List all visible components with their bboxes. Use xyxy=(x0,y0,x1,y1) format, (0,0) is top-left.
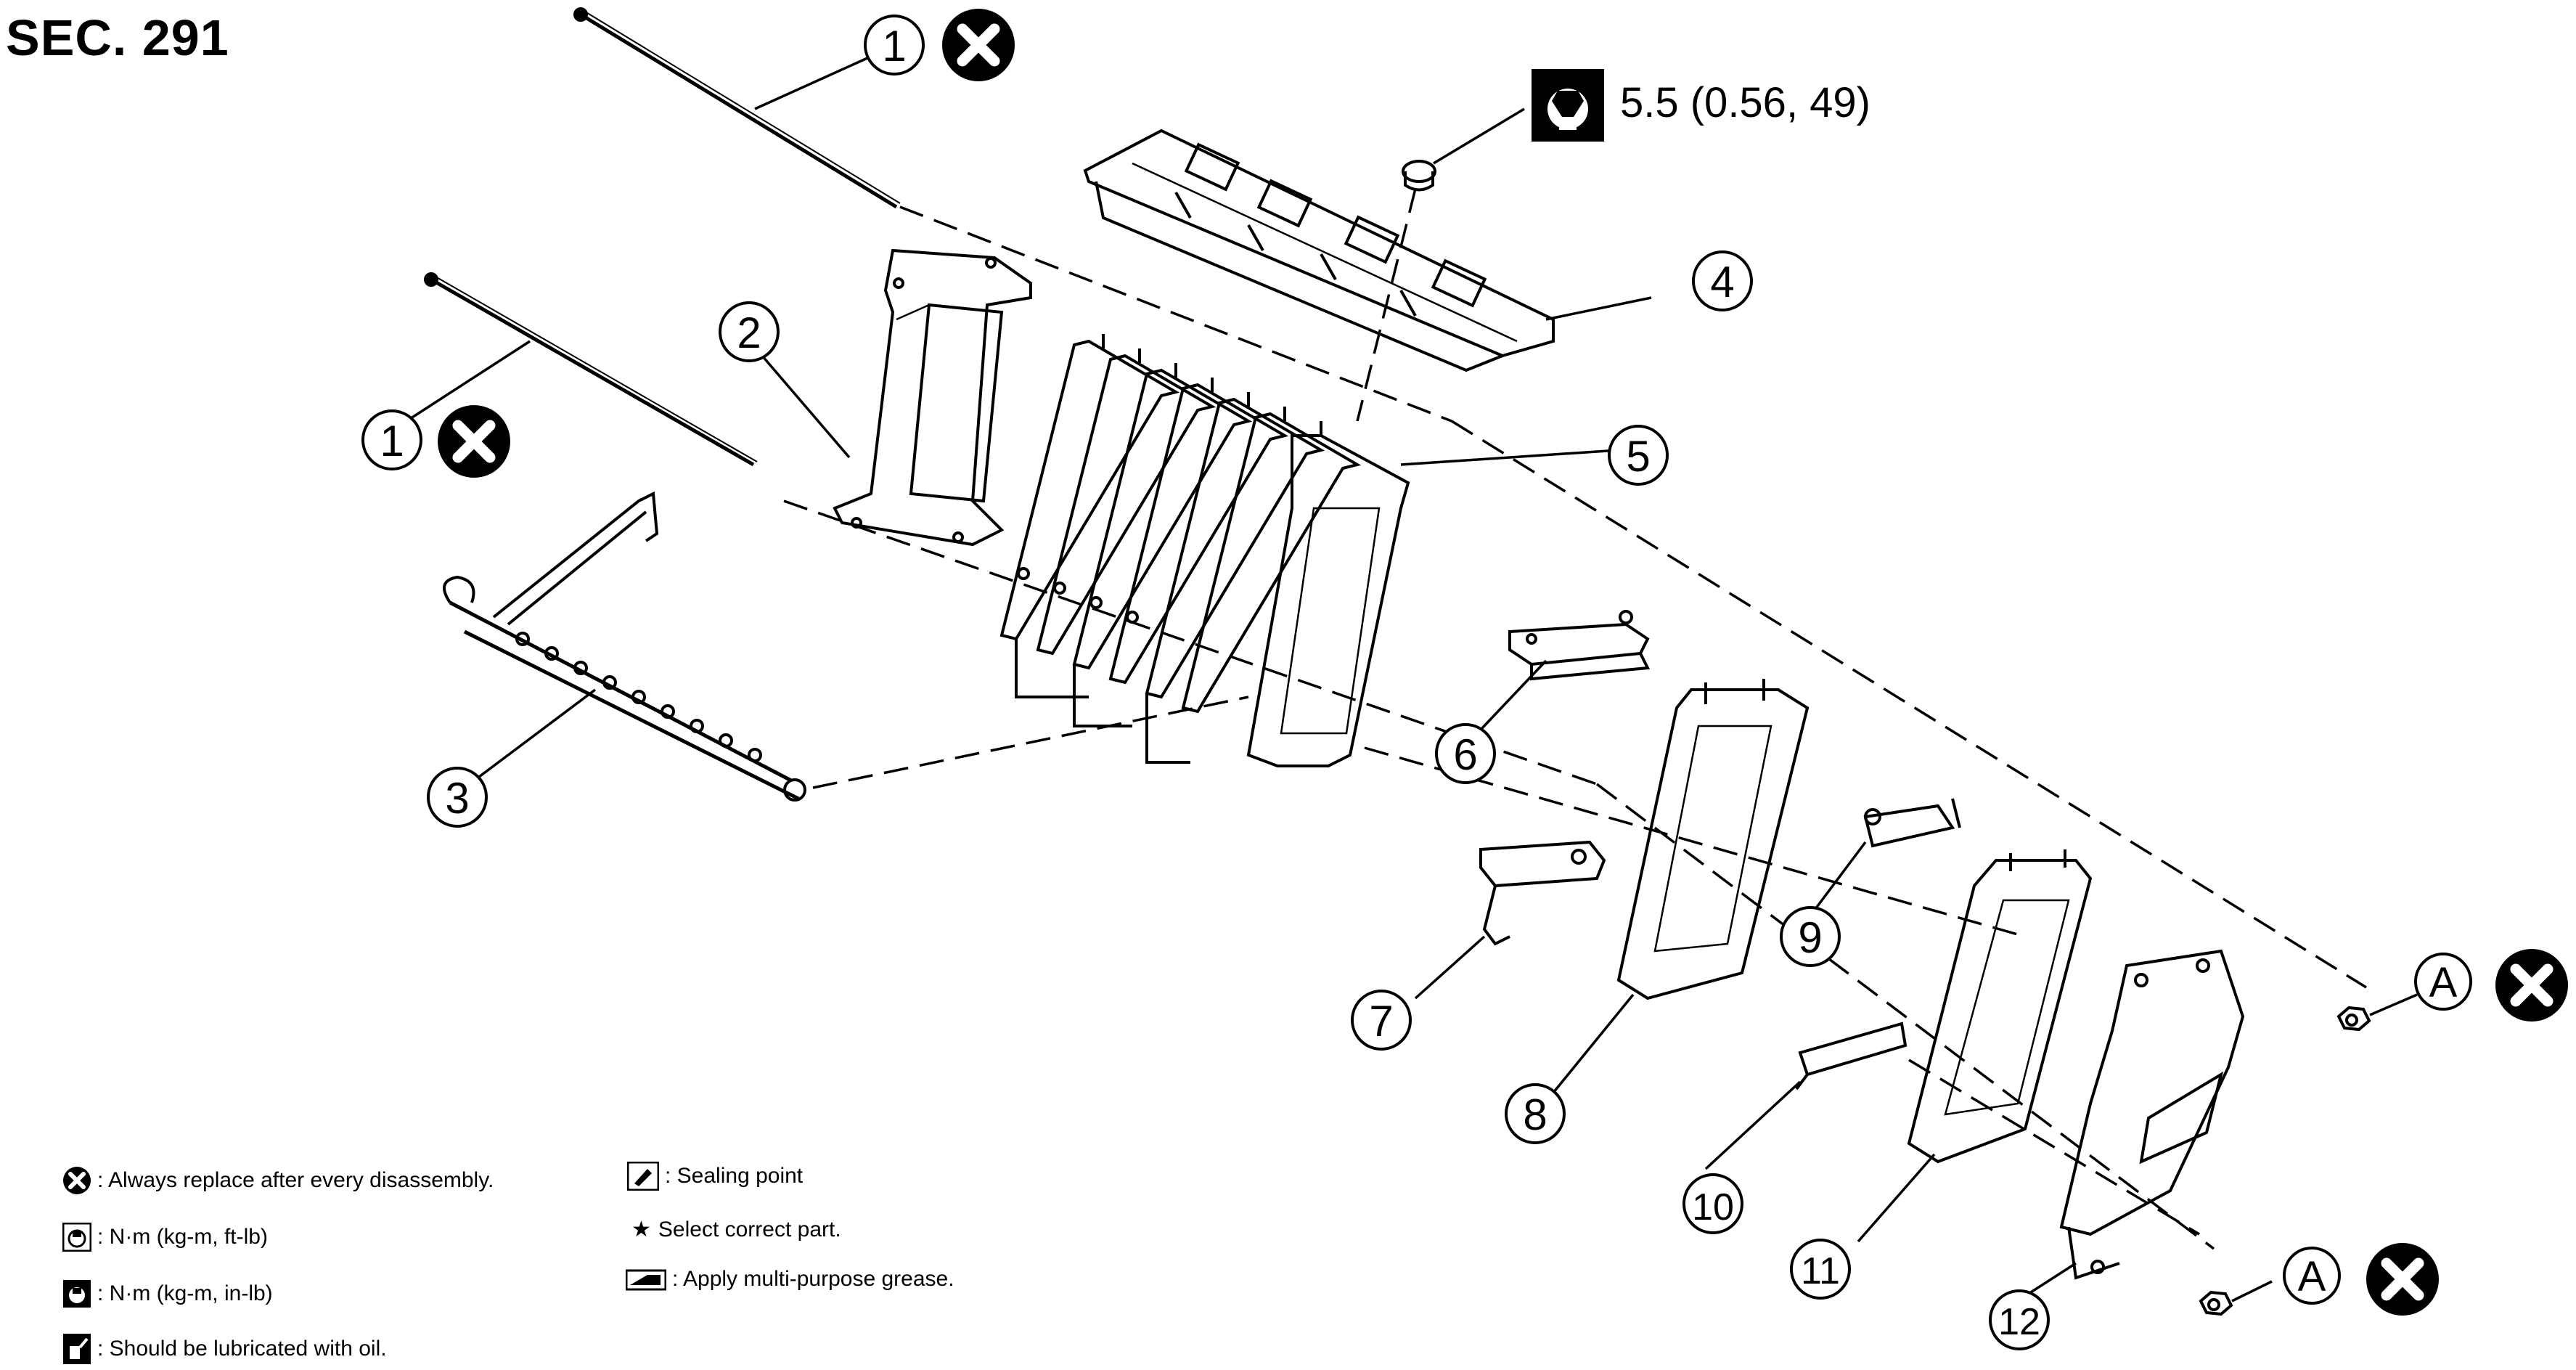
callout-6: 6 xyxy=(1435,723,1496,784)
legend-torque-ft-text: : N·m (kg-m, ft-lb) xyxy=(97,1225,268,1249)
grease-icon xyxy=(626,1269,666,1291)
legend-select-text: Select correct part. xyxy=(658,1217,841,1241)
callout-2: 2 xyxy=(719,301,780,362)
legend-grease: : Apply multi-purpose grease. xyxy=(626,1266,954,1292)
legend-oil: : Should be lubricated with oil. xyxy=(62,1333,387,1365)
front-end-plate xyxy=(2059,949,2245,1280)
legend-oil-text: : Should be lubricated with oil. xyxy=(97,1337,387,1361)
replace-icon xyxy=(2366,1243,2439,1316)
legend-select: ★ Select correct part. xyxy=(631,1217,841,1242)
legend-replace-text: : Always replace after every disassembly… xyxy=(97,1168,494,1192)
torque-in-lb-icon xyxy=(1532,69,1604,142)
svg-text:3: 3 xyxy=(445,774,469,823)
legend-replace: : Always replace after every disassembly… xyxy=(62,1166,494,1195)
upper-small-bracket xyxy=(1508,610,1651,681)
legend-torque-in: : N·m (kg-m, in-lb) xyxy=(62,1279,273,1308)
replace-symbols xyxy=(438,9,2568,1316)
svg-text:4: 4 xyxy=(1710,258,1734,306)
callout-10: 10 xyxy=(1682,1173,1743,1234)
callout-4: 4 xyxy=(1692,250,1753,311)
front-cover-plate xyxy=(1907,849,2093,1164)
tie-rod-upper xyxy=(573,7,901,209)
rear-end-plate xyxy=(833,248,1032,547)
nut-lower-a xyxy=(2199,1290,2233,1316)
svg-text:1: 1 xyxy=(882,22,906,70)
star-icon: ★ xyxy=(631,1218,651,1241)
leader-lines xyxy=(406,57,2418,1302)
svg-text:A: A xyxy=(2298,1253,2326,1300)
callout-12: 12 xyxy=(1989,1289,2050,1350)
replace-icon xyxy=(942,9,1015,81)
top-bus-bar-cover xyxy=(1083,129,1555,372)
middle-cover-plate xyxy=(1616,679,1810,1000)
legend-sealing-text: : Sealing point xyxy=(665,1164,804,1188)
legend-grease-text: : Apply multi-purpose grease. xyxy=(672,1267,954,1291)
nut-upper-a xyxy=(2336,1006,2371,1032)
callout-11: 11 xyxy=(1790,1239,1851,1300)
callout-1-upper: 1 xyxy=(864,15,925,76)
oil-can-icon xyxy=(63,1334,91,1364)
callout-7: 7 xyxy=(1351,990,1412,1051)
svg-text:2: 2 xyxy=(737,309,761,357)
callout-3: 3 xyxy=(427,767,488,828)
callout-9: 9 xyxy=(1780,906,1841,967)
ref-a-lower: A xyxy=(2283,1247,2341,1305)
torque-spec: 5.5 (0.56, 49) xyxy=(1620,79,1870,126)
svg-text:12: 12 xyxy=(1998,1301,2040,1343)
callouts: 1 1 2 3 4 5 6 7 8 9 10 11 12 A A xyxy=(361,15,2472,1350)
svg-text:7: 7 xyxy=(1369,997,1393,1045)
torque-in-lb-icon xyxy=(63,1280,91,1308)
callout-1-lower: 1 xyxy=(361,409,422,470)
svg-text:1: 1 xyxy=(380,417,404,465)
replace-icon xyxy=(2495,949,2568,1022)
legend-torque-in-text: : N·m (kg-m, in-lb) xyxy=(97,1281,273,1305)
vent-duct-harness xyxy=(443,491,806,802)
sealing-point-icon xyxy=(627,1162,659,1191)
cover-nut xyxy=(1402,160,1436,192)
lower-left-bracket xyxy=(1479,840,1606,946)
svg-text:A: A xyxy=(2429,959,2458,1006)
ref-a-upper: A xyxy=(2414,953,2472,1011)
svg-text:5: 5 xyxy=(1626,432,1650,481)
lower-clip xyxy=(1795,1022,1908,1090)
upper-right-clip xyxy=(1863,798,1961,848)
assembly-axis-lines xyxy=(783,188,2367,1250)
battery-module-stack xyxy=(999,334,1410,767)
replace-icon xyxy=(438,405,510,478)
svg-text:11: 11 xyxy=(1801,1250,1840,1292)
callout-5: 5 xyxy=(1608,425,1669,486)
svg-text:9: 9 xyxy=(1798,913,1822,962)
torque-ft-lb-icon xyxy=(62,1223,91,1252)
section-title: SEC. 291 xyxy=(6,9,229,66)
legend-torque-ft: : N·m (kg-m, ft-lb) xyxy=(62,1223,268,1252)
callout-8: 8 xyxy=(1505,1083,1566,1144)
svg-text:8: 8 xyxy=(1523,1090,1547,1139)
svg-text:6: 6 xyxy=(1453,730,1477,779)
tie-rod-lower xyxy=(424,272,758,467)
legend-sealing: : Sealing point xyxy=(627,1162,803,1191)
replace-icon xyxy=(63,1167,91,1194)
svg-text:10: 10 xyxy=(1692,1186,1734,1228)
